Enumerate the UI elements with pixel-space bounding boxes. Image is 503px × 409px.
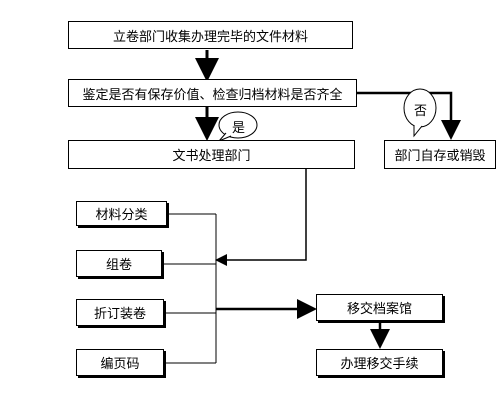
node-transfer: 移交档案馆 — [316, 294, 443, 321]
node-transfer-label: 移交档案馆 — [346, 302, 412, 317]
node-doc-dept-label: 文书处理部门 — [172, 149, 251, 164]
node-paging-label: 编页码 — [100, 357, 140, 372]
node-bind-label: 折订装卷 — [93, 307, 146, 322]
node-dept-store-label: 部门自存或销毁 — [394, 149, 486, 164]
node-collect: 立卷部门收集办理完毕的文件材料 — [68, 21, 353, 49]
node-group: 组卷 — [76, 250, 162, 277]
node-bind: 折订装卷 — [76, 299, 164, 326]
node-appraise-label: 鉴定是否有保存价值、检查归档材料是否齐全 — [82, 87, 343, 103]
yes-bubble — [218, 111, 258, 139]
node-dept-store: 部门自存或销毁 — [384, 140, 496, 169]
node-paging: 编页码 — [76, 349, 164, 376]
node-doc-dept: 文书处理部门 — [68, 140, 355, 169]
arrow-appraise-to-deptstore — [357, 91, 461, 140]
line-docdept-to-merge — [215, 169, 307, 266]
node-classify: 材料分类 — [76, 201, 167, 226]
node-appraise: 鉴定是否有保存价值、检查归档材料是否齐全 — [68, 79, 357, 107]
yes-label: 是 — [232, 121, 246, 136]
node-group-label: 组卷 — [105, 258, 132, 273]
node-collect-label: 立卷部门收集办理完毕的文件材料 — [112, 29, 308, 45]
node-procedure: 办理移交手续 — [316, 349, 443, 376]
node-classify-label: 材料分类 — [95, 208, 148, 223]
no-label: 否 — [414, 104, 428, 119]
node-procedure-label: 办理移交手续 — [340, 357, 419, 372]
